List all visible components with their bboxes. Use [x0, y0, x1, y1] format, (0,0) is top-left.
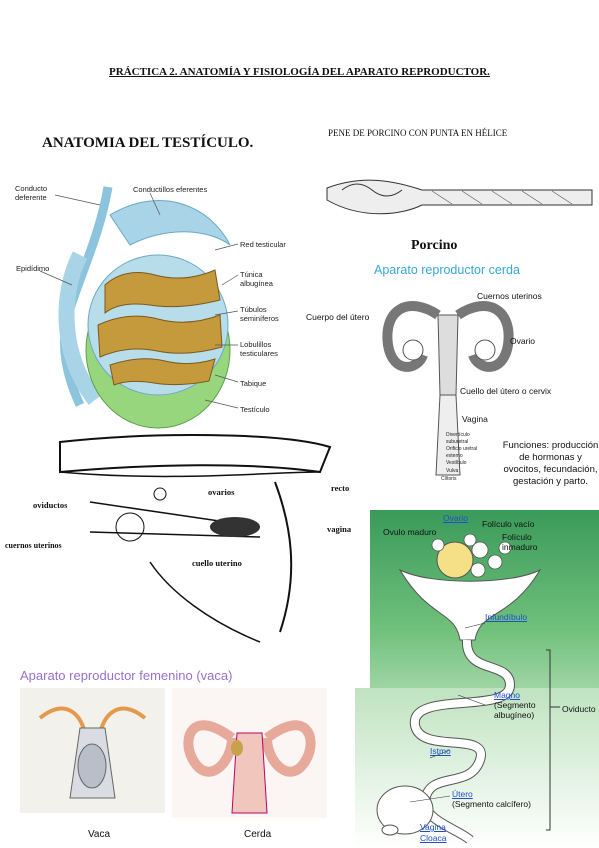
- cow-sketch-oviductos: oviductos: [33, 500, 68, 510]
- hen-label-istmo: Istmo: [430, 746, 451, 756]
- label-red: Red testicular: [240, 240, 286, 249]
- cow-sketch-illustration: [59, 434, 332, 643]
- hen-label-foliculo-vacio: Folículo vacío: [482, 519, 535, 529]
- sow-small-label: Vulva: [446, 468, 459, 474]
- sow-title: Aparato reproductor cerda: [374, 263, 520, 277]
- hen-label-cloaca: Cloaca: [420, 833, 447, 843]
- hen-label-utero-sub: (Segmento calcífero): [452, 799, 531, 809]
- sow-label-cuernos: Cuernos uterinos: [477, 291, 542, 301]
- sow-small-label: Clítoris: [441, 476, 457, 482]
- hen-label-magno: Magno: [494, 690, 520, 700]
- label-tunica: Túnica albugínea: [240, 270, 273, 288]
- pig-label: Porcino: [411, 238, 458, 253]
- pig-penis-caption: PENE DE PORCINO CON PUNTA EN HÉLICE: [328, 128, 508, 138]
- hen-label-oviducto: Oviducto: [562, 704, 596, 714]
- sow-label-ovario: Ovario: [510, 336, 536, 346]
- hen-illustration: [376, 533, 560, 844]
- hen-label-ovario: Ovario: [443, 513, 469, 523]
- cow-sketch-vagina: vagina: [327, 524, 352, 534]
- sow-small-label: Orificio uretral externo: [446, 446, 478, 459]
- cow-sketch-cuello: cuello uterino: [192, 558, 242, 568]
- cow-female-title: Aparato reproductor femenino (vaca): [20, 668, 233, 683]
- sow-label-cuello: Cuello del útero o cervix: [460, 386, 552, 396]
- hen-label-foliculo-inmaduro: Folículo inmaduro: [502, 532, 538, 552]
- cow-female-illustration: [20, 688, 165, 813]
- label-lobulillos: Lobulillos testiculares: [240, 340, 278, 358]
- page-title: PRÁCTICA 2. ANATOMÍA Y FISIOLOGÍA DEL AP…: [109, 66, 490, 78]
- sow-functions: Funciones: producción de hormonas y ovoc…: [502, 440, 599, 487]
- hen-label-utero: Útero: [452, 789, 473, 799]
- cow-sketch-ovarios: ovarios: [208, 487, 235, 497]
- hen-label-magno-sub: (Segmento albugíneo): [494, 700, 536, 720]
- pig-penis-illustration: [326, 179, 593, 215]
- sow-female-illustration: [172, 688, 327, 818]
- sow-small-label: Divertículo suburetral: [446, 432, 470, 445]
- sow-label-vagina: Vagina: [462, 414, 488, 424]
- cow-female-caption-vaca: Vaca: [88, 829, 111, 840]
- label-conductillos: Conductillos eferentes: [133, 185, 208, 194]
- testis-illustration: [39, 186, 239, 429]
- label-epididimo: Epidídimo: [16, 264, 50, 273]
- hen-label-ovulo: Ovulo maduro: [383, 527, 437, 537]
- cow-female-caption-cerda: Cerda: [244, 829, 272, 840]
- sow-small-label: Vestíbulo: [446, 460, 467, 466]
- hen-label-infundibulo: Infundíbulo: [485, 612, 528, 622]
- cow-sketch-cuernos: cuernos uterinos: [5, 541, 62, 550]
- sow-illustration: [382, 301, 514, 476]
- label-conducto-deferente: Conducto deferente: [15, 184, 48, 202]
- label-tubulos: Túbulos seminíferos: [240, 305, 279, 323]
- cow-sketch-recto: recto: [331, 483, 350, 493]
- label-testiculo: Testículo: [240, 405, 270, 414]
- hen-label-vagina: Vagina: [420, 822, 446, 832]
- sow-label-cuerpo: Cuerpo del útero: [306, 312, 370, 322]
- label-tabique: Tabique: [240, 379, 267, 388]
- testis-heading: ANATOMIA DEL TESTÍCULO.: [42, 135, 254, 151]
